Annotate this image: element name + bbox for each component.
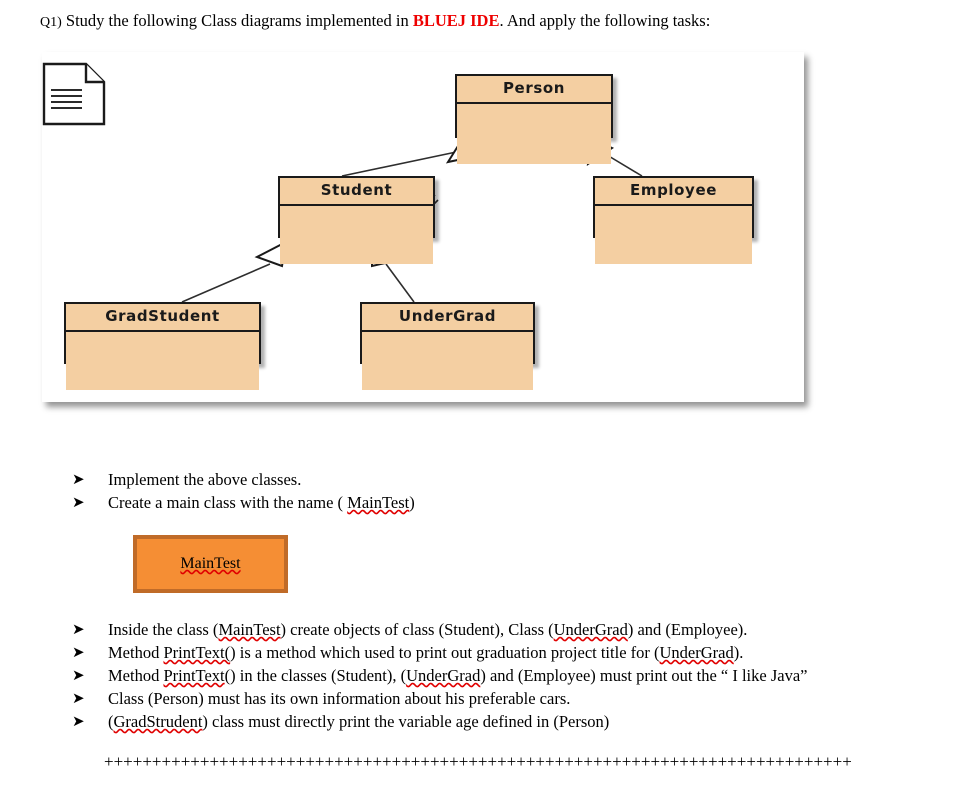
question-heading: Q1) Study the following Class diagrams i…	[40, 10, 710, 34]
spellcheck-word: GradStrudent	[113, 712, 203, 731]
task-item: ➤ (GradStrudent) class must directly prin…	[72, 710, 952, 733]
bullet-arrow-icon: ➤	[72, 493, 85, 511]
uml-class-employee-name: Employee	[595, 178, 752, 206]
task-item: ➤ Inside the class (MainTest) create obje…	[72, 618, 952, 641]
task-text: ) and (Employee) must print out the “ I …	[480, 666, 808, 685]
task-text: ) and (Employee).	[627, 620, 748, 639]
uml-class-gradstudent[interactable]: GradStudent	[64, 302, 261, 390]
maintest-class-box[interactable]: MainTest	[133, 535, 288, 593]
task-text: Method	[108, 666, 164, 685]
task-text: Method	[108, 643, 164, 662]
uml-class-employee-body	[595, 206, 752, 264]
spellcheck-word: UnderGrad	[659, 643, 734, 662]
uml-class-person-name: Person	[457, 76, 611, 104]
task-text: () in the classes (Student), (	[224, 666, 407, 685]
bullet-arrow-icon: ➤	[72, 620, 85, 638]
task-text: (	[108, 712, 114, 731]
uml-class-person-body	[457, 104, 611, 164]
spellcheck-word: MainTest	[347, 493, 410, 512]
task-item: ➤ Implement the above classes.	[72, 468, 912, 491]
task-text: )	[409, 493, 415, 512]
question-text-after: . And apply the following tasks:	[499, 11, 711, 30]
bullet-arrow-icon: ➤	[72, 470, 85, 488]
task-text: Inside the class (	[108, 620, 219, 639]
connector-gradstudent-student	[181, 240, 288, 303]
spellcheck-word: PrintText(	[163, 643, 231, 662]
uml-class-employee[interactable]: Employee	[593, 176, 754, 264]
task-list-top: ➤ Implement the above classes. ➤ Create a m…	[72, 468, 912, 514]
uml-class-student-name: Student	[280, 178, 433, 206]
uml-class-person[interactable]: Person	[455, 74, 613, 164]
question-number: Q1)	[40, 15, 62, 30]
uml-class-gradstudent-name: GradStudent	[66, 304, 259, 332]
bullet-arrow-icon: ➤	[72, 689, 85, 707]
task-text: Class (Person) must has its own informat…	[108, 689, 571, 708]
question-text-before: Study the following Class diagrams imple…	[61, 11, 413, 30]
maintest-label: MainTest	[180, 555, 241, 572]
uml-class-student-body	[280, 206, 433, 264]
uml-class-undergrad-body	[362, 332, 533, 390]
uml-class-undergrad[interactable]: UnderGrad	[360, 302, 535, 390]
task-text: ) is a method which used to print out gr…	[230, 643, 660, 662]
task-text: ) create objects of class (Student), Cla…	[280, 620, 554, 639]
task-text: Implement the above classes.	[108, 470, 302, 489]
spellcheck-word: MainTest	[218, 620, 281, 639]
task-text: ).	[733, 643, 744, 662]
task-text: ) class must directly print the variable…	[202, 712, 610, 731]
task-item: ➤ Create a main class with the name ( Mai…	[72, 491, 912, 514]
uml-class-student[interactable]: Student	[278, 176, 435, 264]
uml-class-gradstudent-body	[66, 332, 259, 390]
spellcheck-word: PrintText	[163, 666, 225, 685]
class-diagram-panel: Person Student Employee GradStudent Unde…	[42, 52, 804, 402]
bullet-arrow-icon: ➤	[72, 712, 85, 730]
task-list-bottom: ➤ Inside the class (MainTest) create obje…	[72, 618, 952, 733]
task-item: ➤ Method PrintText() is a method which u…	[72, 641, 952, 664]
bluej-ide-brand: BLUEJ IDE	[412, 11, 500, 30]
plus-divider: ++++++++++++++++++++++++++++++++++++++++…	[104, 753, 852, 771]
document-icon	[42, 62, 106, 126]
bullet-arrow-icon: ➤	[72, 643, 85, 661]
spellcheck-word: UnderGrad	[406, 666, 481, 685]
uml-class-undergrad-name: UnderGrad	[362, 304, 533, 332]
bullet-arrow-icon: ➤	[72, 666, 85, 684]
spellcheck-word: UnderGrad	[553, 620, 628, 639]
task-text: Create a main class with the name (	[108, 493, 348, 512]
task-item: ➤ Class (Person) must has its own informa…	[72, 687, 952, 710]
diagram-stage: Person Student Employee GradStudent Unde…	[42, 52, 804, 402]
task-item: ➤ Method PrintText() in the classes (Stud…	[72, 664, 952, 687]
